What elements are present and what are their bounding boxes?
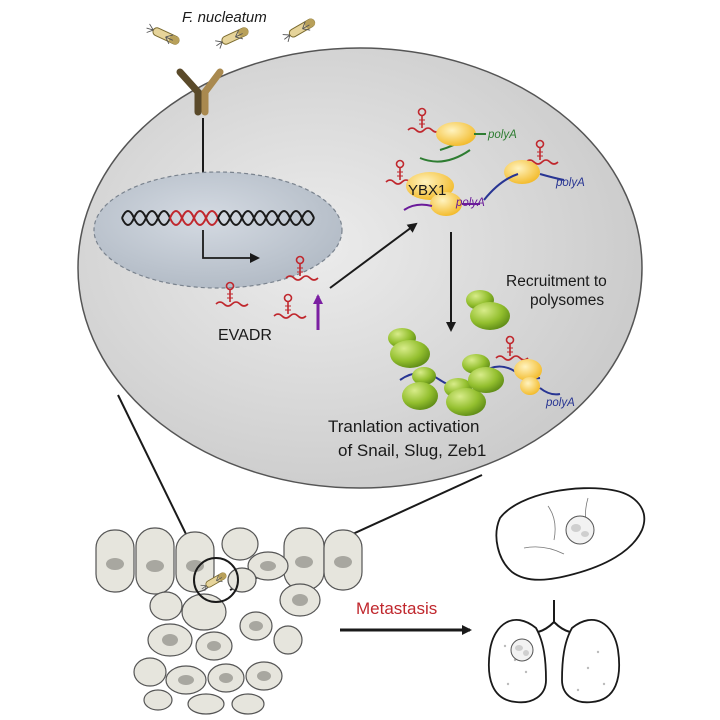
- bacterium-label: F. nucleatum: [182, 9, 267, 26]
- liver-icon: [495, 487, 646, 581]
- polya-label-blue: polyA: [555, 177, 585, 189]
- nucleus: [93, 171, 343, 289]
- recruitment-label-line2: polysomes: [530, 292, 604, 309]
- receptor-icon: [176, 68, 224, 116]
- export-arrow: [329, 222, 418, 289]
- polya-label-green: polyA: [487, 129, 517, 141]
- transcription-arrow: [202, 230, 260, 263]
- evadr-label: EVADR: [218, 327, 272, 344]
- tumor-nuclei: [106, 556, 352, 685]
- translation-label-line2: of Snail, Slug, Zeb1: [338, 441, 486, 460]
- polysome-complex: polyA: [388, 328, 575, 416]
- ybx1-complex: polyA polyA polyA: [385, 107, 585, 216]
- lung-icon: [488, 600, 620, 704]
- polya-label-polysome: polyA: [545, 397, 575, 409]
- dna-helix-icon: [121, 210, 315, 226]
- ybx1-label: YBX1: [408, 182, 446, 199]
- ribosome-icon: [466, 290, 510, 330]
- tumor-tissue: [95, 527, 363, 715]
- metastasis-label: Metastasis: [356, 599, 437, 618]
- recruitment-label-line1: Recruitment to: [506, 273, 607, 290]
- translation-label-line1: Tranlation activation: [328, 417, 480, 436]
- polya-label-purple: polyA: [455, 197, 485, 209]
- zoom-circle: [193, 557, 239, 603]
